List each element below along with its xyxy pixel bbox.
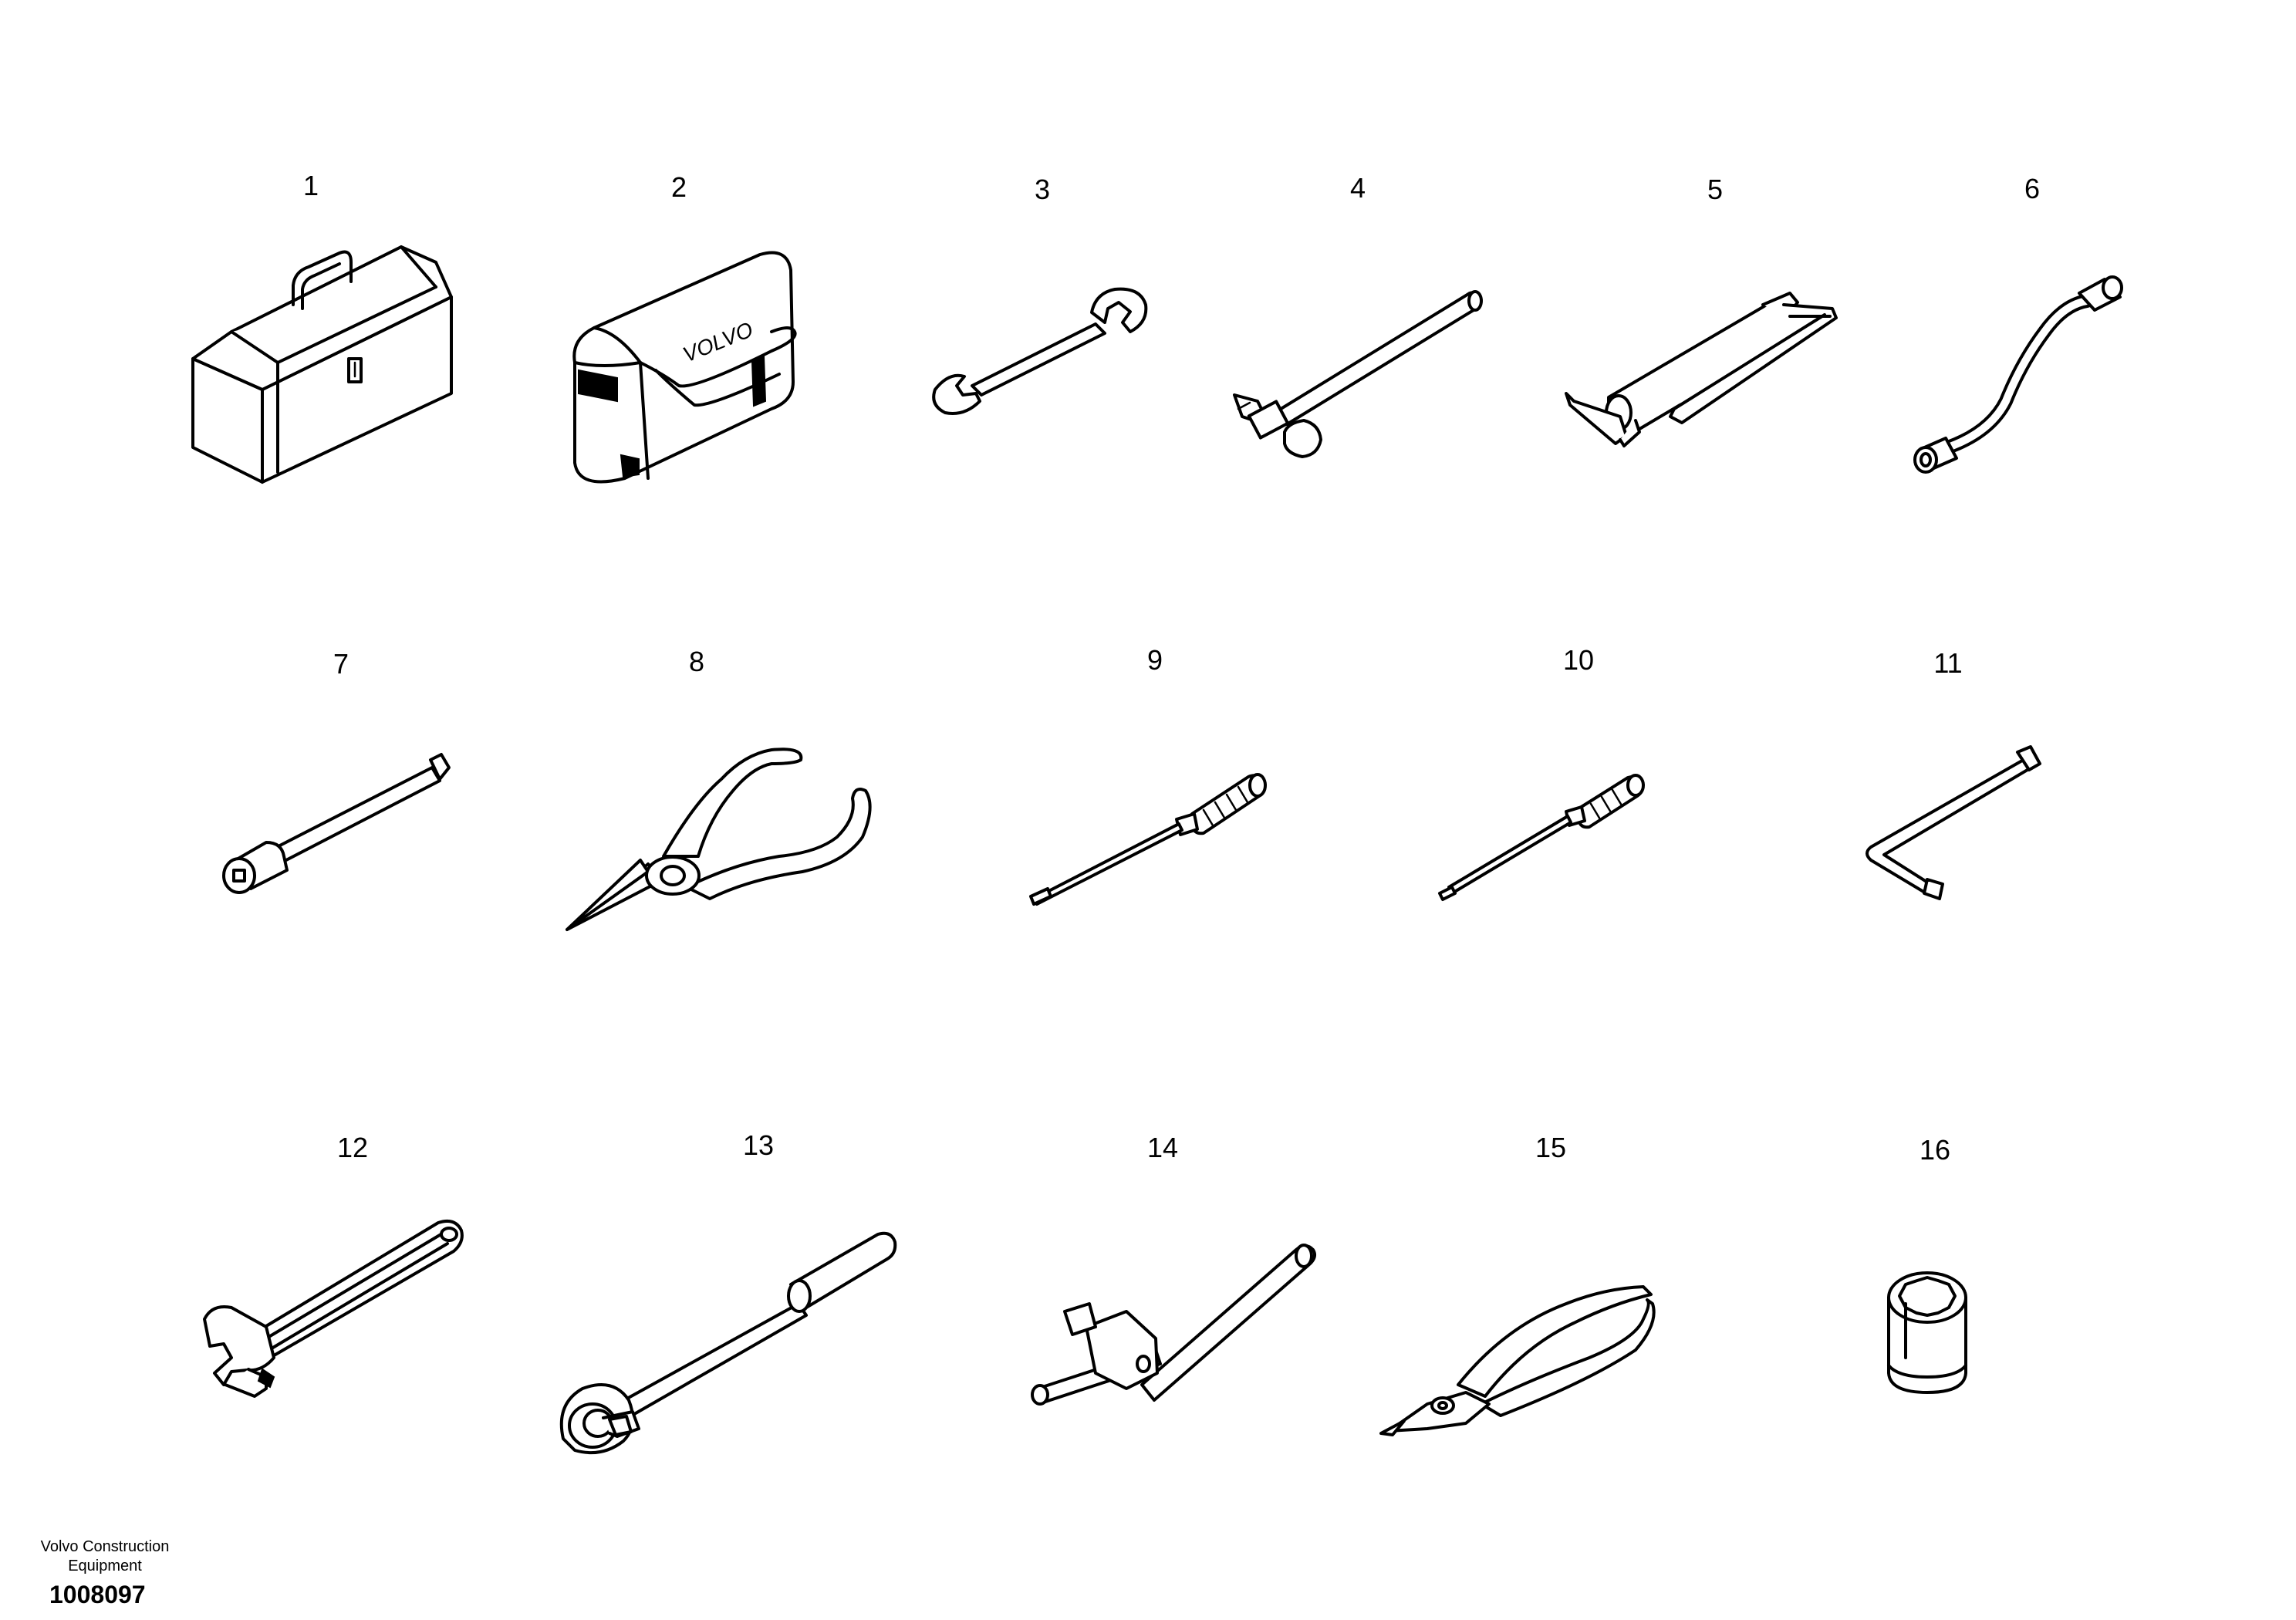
item-number-7: 7 [333,648,349,680]
item-number-16: 16 [1920,1134,1950,1166]
phillips-screwdriver-icon [1438,774,1645,901]
item-number-14: 14 [1147,1132,1178,1163]
hex-key-icon [1866,745,2041,900]
slip-joint-pliers-icon [1379,1285,1656,1436]
item-2: 2 VOLVO [572,171,797,484]
item-number-12: 12 [337,1132,368,1163]
item-number-2: 2 [671,171,687,203]
item-number-9: 9 [1147,644,1163,676]
grease-gun-icon [1565,292,1838,447]
item-number-8: 8 [689,646,704,677]
item-number-10: 10 [1563,644,1594,676]
company-name-line2: Equipment [68,1558,142,1574]
item-16: 16 [1887,1134,1967,1394]
item-6: 6 [1913,173,2123,474]
item-13: 13 [559,1129,897,1455]
item-15: 15 [1379,1132,1656,1436]
item-12: 12 [203,1132,464,1398]
item-1: 1 [191,170,453,484]
item-number-15: 15 [1535,1132,1566,1163]
sliding-t-bar-icon [1031,1244,1316,1406]
bent-socket-wrench-icon [1913,275,2123,474]
item-11: 11 [1866,647,2041,900]
flat-screwdriver-icon [1029,773,1267,906]
item-number-3: 3 [1035,174,1050,205]
item-7: 7 [222,648,451,894]
item-number-13: 13 [743,1129,774,1161]
item-14: 14 [1031,1132,1316,1406]
item-number-6: 6 [2024,173,2040,204]
item-number-4: 4 [1350,172,1366,204]
item-5: 5 [1565,174,1838,447]
tool-bag-icon: VOLVO [572,251,797,484]
adjustable-wrench-icon [203,1220,464,1398]
socket-icon [1887,1271,1967,1394]
ratchet-handle-icon [559,1231,897,1455]
toolbox-icon [191,245,453,484]
item-4: 4 [1233,172,1483,458]
item-number-11: 11 [1933,647,1962,679]
company-name-line1: Volvo Construction [40,1538,170,1555]
extension-bar-icon [222,753,451,894]
open-end-wrench-icon [932,287,1148,415]
item-3: 3 [932,174,1148,415]
footer: Volvo Construction Equipment 1008097 [28,1537,182,1609]
item-10: 10 [1438,644,1645,901]
item-9: 9 [1029,644,1267,906]
item-8: 8 [566,646,872,931]
item-number-5: 5 [1707,174,1723,205]
socket-t-handle-icon [1233,290,1483,458]
item-number-1: 1 [303,170,319,201]
drawing-code: 1008097 [49,1581,146,1608]
needle-nose-pliers-icon [566,748,872,931]
